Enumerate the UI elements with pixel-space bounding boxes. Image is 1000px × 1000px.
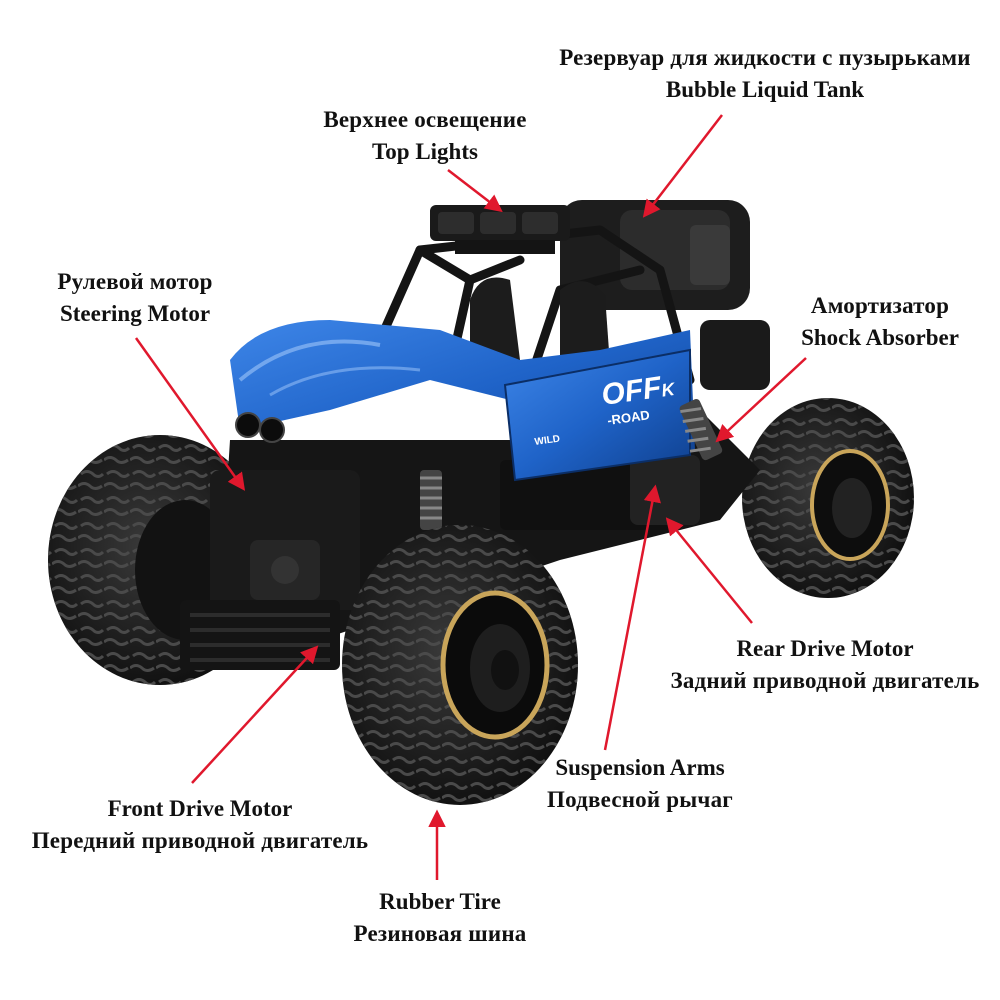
- arrows: [134, 114, 807, 880]
- steering-motor: [180, 470, 360, 670]
- front-right-tire: [342, 525, 578, 805]
- label-front-drive-motor: Front Drive Motor Передний приводной дви…: [31, 796, 369, 853]
- arrow-top-lights: [447, 169, 503, 213]
- bubble-liquid-tank: [560, 200, 770, 390]
- label-shock-absorber: Амортизатор Shock Absorber: [801, 293, 959, 350]
- body-shell: [230, 320, 695, 482]
- label-steering-motor: Рулевой мотор Steering Motor: [57, 269, 213, 326]
- arrow-suspension-arms: [603, 484, 661, 751]
- arrow-bubble-tank: [642, 114, 723, 218]
- decal-logo-road: -ROAD: [606, 407, 650, 428]
- label-rear-drive-motor: Rear Drive Motor Задний приводной двигат…: [670, 636, 980, 693]
- shock-absorber: [420, 399, 723, 530]
- arrow-front-drive-motor: [191, 645, 319, 784]
- label-suspension-arms: Suspension Arms Подвесной рычаг: [547, 755, 733, 812]
- label-rubber-tire: Rubber Tire Резиновая шина: [353, 889, 527, 946]
- label-top-lights: Верхнее освещение Top Lights: [323, 107, 527, 164]
- top-lights: [430, 205, 570, 254]
- arrow-shock-absorber: [715, 357, 807, 443]
- arrow-rear-drive-motor: [665, 517, 753, 624]
- decal-badge: WILD: [534, 434, 561, 448]
- rear-tire: [742, 398, 914, 598]
- arrow-steering-motor: [134, 337, 246, 491]
- label-bubble-liquid-tank: Резервуар для жидкости с пузырьками Bubb…: [559, 45, 971, 102]
